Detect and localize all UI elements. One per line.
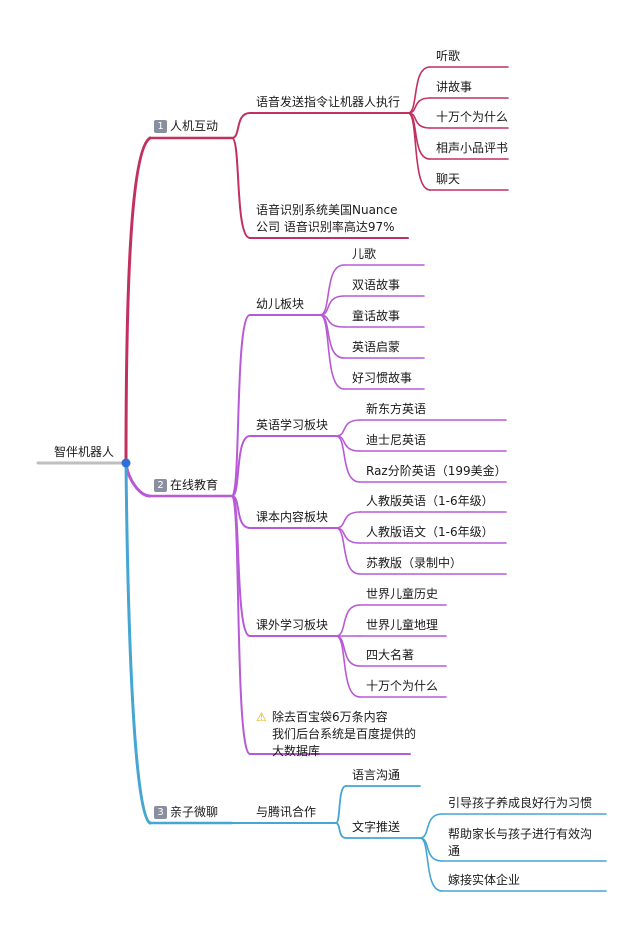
edge (335, 635, 361, 698)
subtopic-text-push: 文字推送 (352, 820, 401, 834)
leaf-item: 四大名著 (366, 648, 415, 662)
edge (419, 813, 443, 839)
edge (419, 837, 443, 892)
branch-number-badge: 1 (154, 120, 167, 133)
topic-tencent-partnership: 与腾讯合作 (256, 805, 317, 819)
edge (407, 112, 431, 160)
leaf-item: 童话故事 (352, 309, 401, 323)
edge (407, 112, 431, 191)
leaf-item: 好习惯故事 (352, 371, 413, 385)
edge (335, 419, 361, 437)
leaf-item: 世界儿童地理 (366, 618, 439, 632)
topic-database-note: ⚠ (256, 709, 272, 726)
leaf-item: 聊天 (436, 172, 461, 186)
topic-english-section: 英语学习板块 (256, 418, 329, 432)
edge (231, 314, 251, 497)
leaf-item: 听歌 (436, 49, 461, 63)
leaf-item: 儿歌 (352, 247, 377, 261)
edge (335, 435, 361, 483)
leaf-item: 双语故事 (352, 278, 401, 292)
leaf-item: 十万个为什么 (436, 110, 509, 124)
branch-label: 亲子微聊 (170, 805, 219, 819)
edge (335, 635, 361, 667)
leaf-item: 人教版语文（1-6年级） (366, 525, 494, 539)
topic-voice-command: 语音发送指令让机器人执行 (256, 95, 401, 109)
edge (319, 264, 345, 316)
leaf-item: 嫁接实体企业 (448, 873, 521, 887)
root-connector-dot (121, 458, 131, 468)
trunk-branch-3 (124, 461, 152, 825)
leaf-item: 迪士尼英语 (366, 433, 427, 447)
edge (231, 137, 251, 239)
topic-textbook-section: 课本内容板块 (256, 510, 329, 524)
topic-speech-recognition: 语音识别系统美国Nuance 公司 语音识别率高达97% (256, 203, 398, 234)
leaf-item: 苏教版（录制中） (366, 556, 463, 570)
leaf-item: 世界儿童历史 (366, 587, 439, 601)
edge (319, 314, 345, 359)
edge (335, 527, 361, 575)
edge (231, 495, 251, 755)
edge (319, 314, 345, 390)
leaf-item: 相声小品评书 (436, 141, 509, 155)
leaf-item: 英语启蒙 (352, 340, 401, 354)
warning-icon: ⚠ (256, 710, 267, 724)
leaf-item: 引导孩子养成良好行为习惯 (448, 796, 593, 810)
topic-toddler-section: 幼儿板块 (256, 297, 305, 311)
edge (335, 604, 361, 637)
edge (335, 785, 347, 824)
root-node-label: 智伴机器人 (54, 445, 115, 459)
branch-label: 在线教育 (170, 478, 219, 492)
edge (335, 511, 361, 529)
leaf-item: 十万个为什么 (366, 679, 439, 693)
leaf-item: Raz分阶英语（199美金） (366, 464, 507, 478)
leaf-item: 讲故事 (436, 80, 473, 94)
database-note-text: 除去百宝袋6万条内容 我们后台系统是百度提供的 大数据库 (272, 710, 417, 758)
edge (231, 435, 251, 497)
topic-extracurricular-section: 课外学习板块 (256, 618, 329, 632)
trunk-branch-1 (124, 136, 152, 465)
trunk-branch-2 (124, 461, 152, 498)
leaf-item: 新东方英语 (366, 402, 427, 416)
branch-number-badge: 3 (154, 806, 167, 819)
branch-label: 人机互动 (170, 119, 219, 133)
edge (231, 112, 251, 139)
leaf-item: 帮助家长与孩子进行有效沟 通 (448, 827, 593, 858)
edge (407, 66, 431, 114)
branch-number-badge: 2 (154, 479, 167, 492)
leaf-item: 人教版英语（1-6年级） (366, 494, 494, 508)
subtopic-voice-chat: 语言沟通 (352, 768, 401, 782)
edge (335, 822, 347, 839)
